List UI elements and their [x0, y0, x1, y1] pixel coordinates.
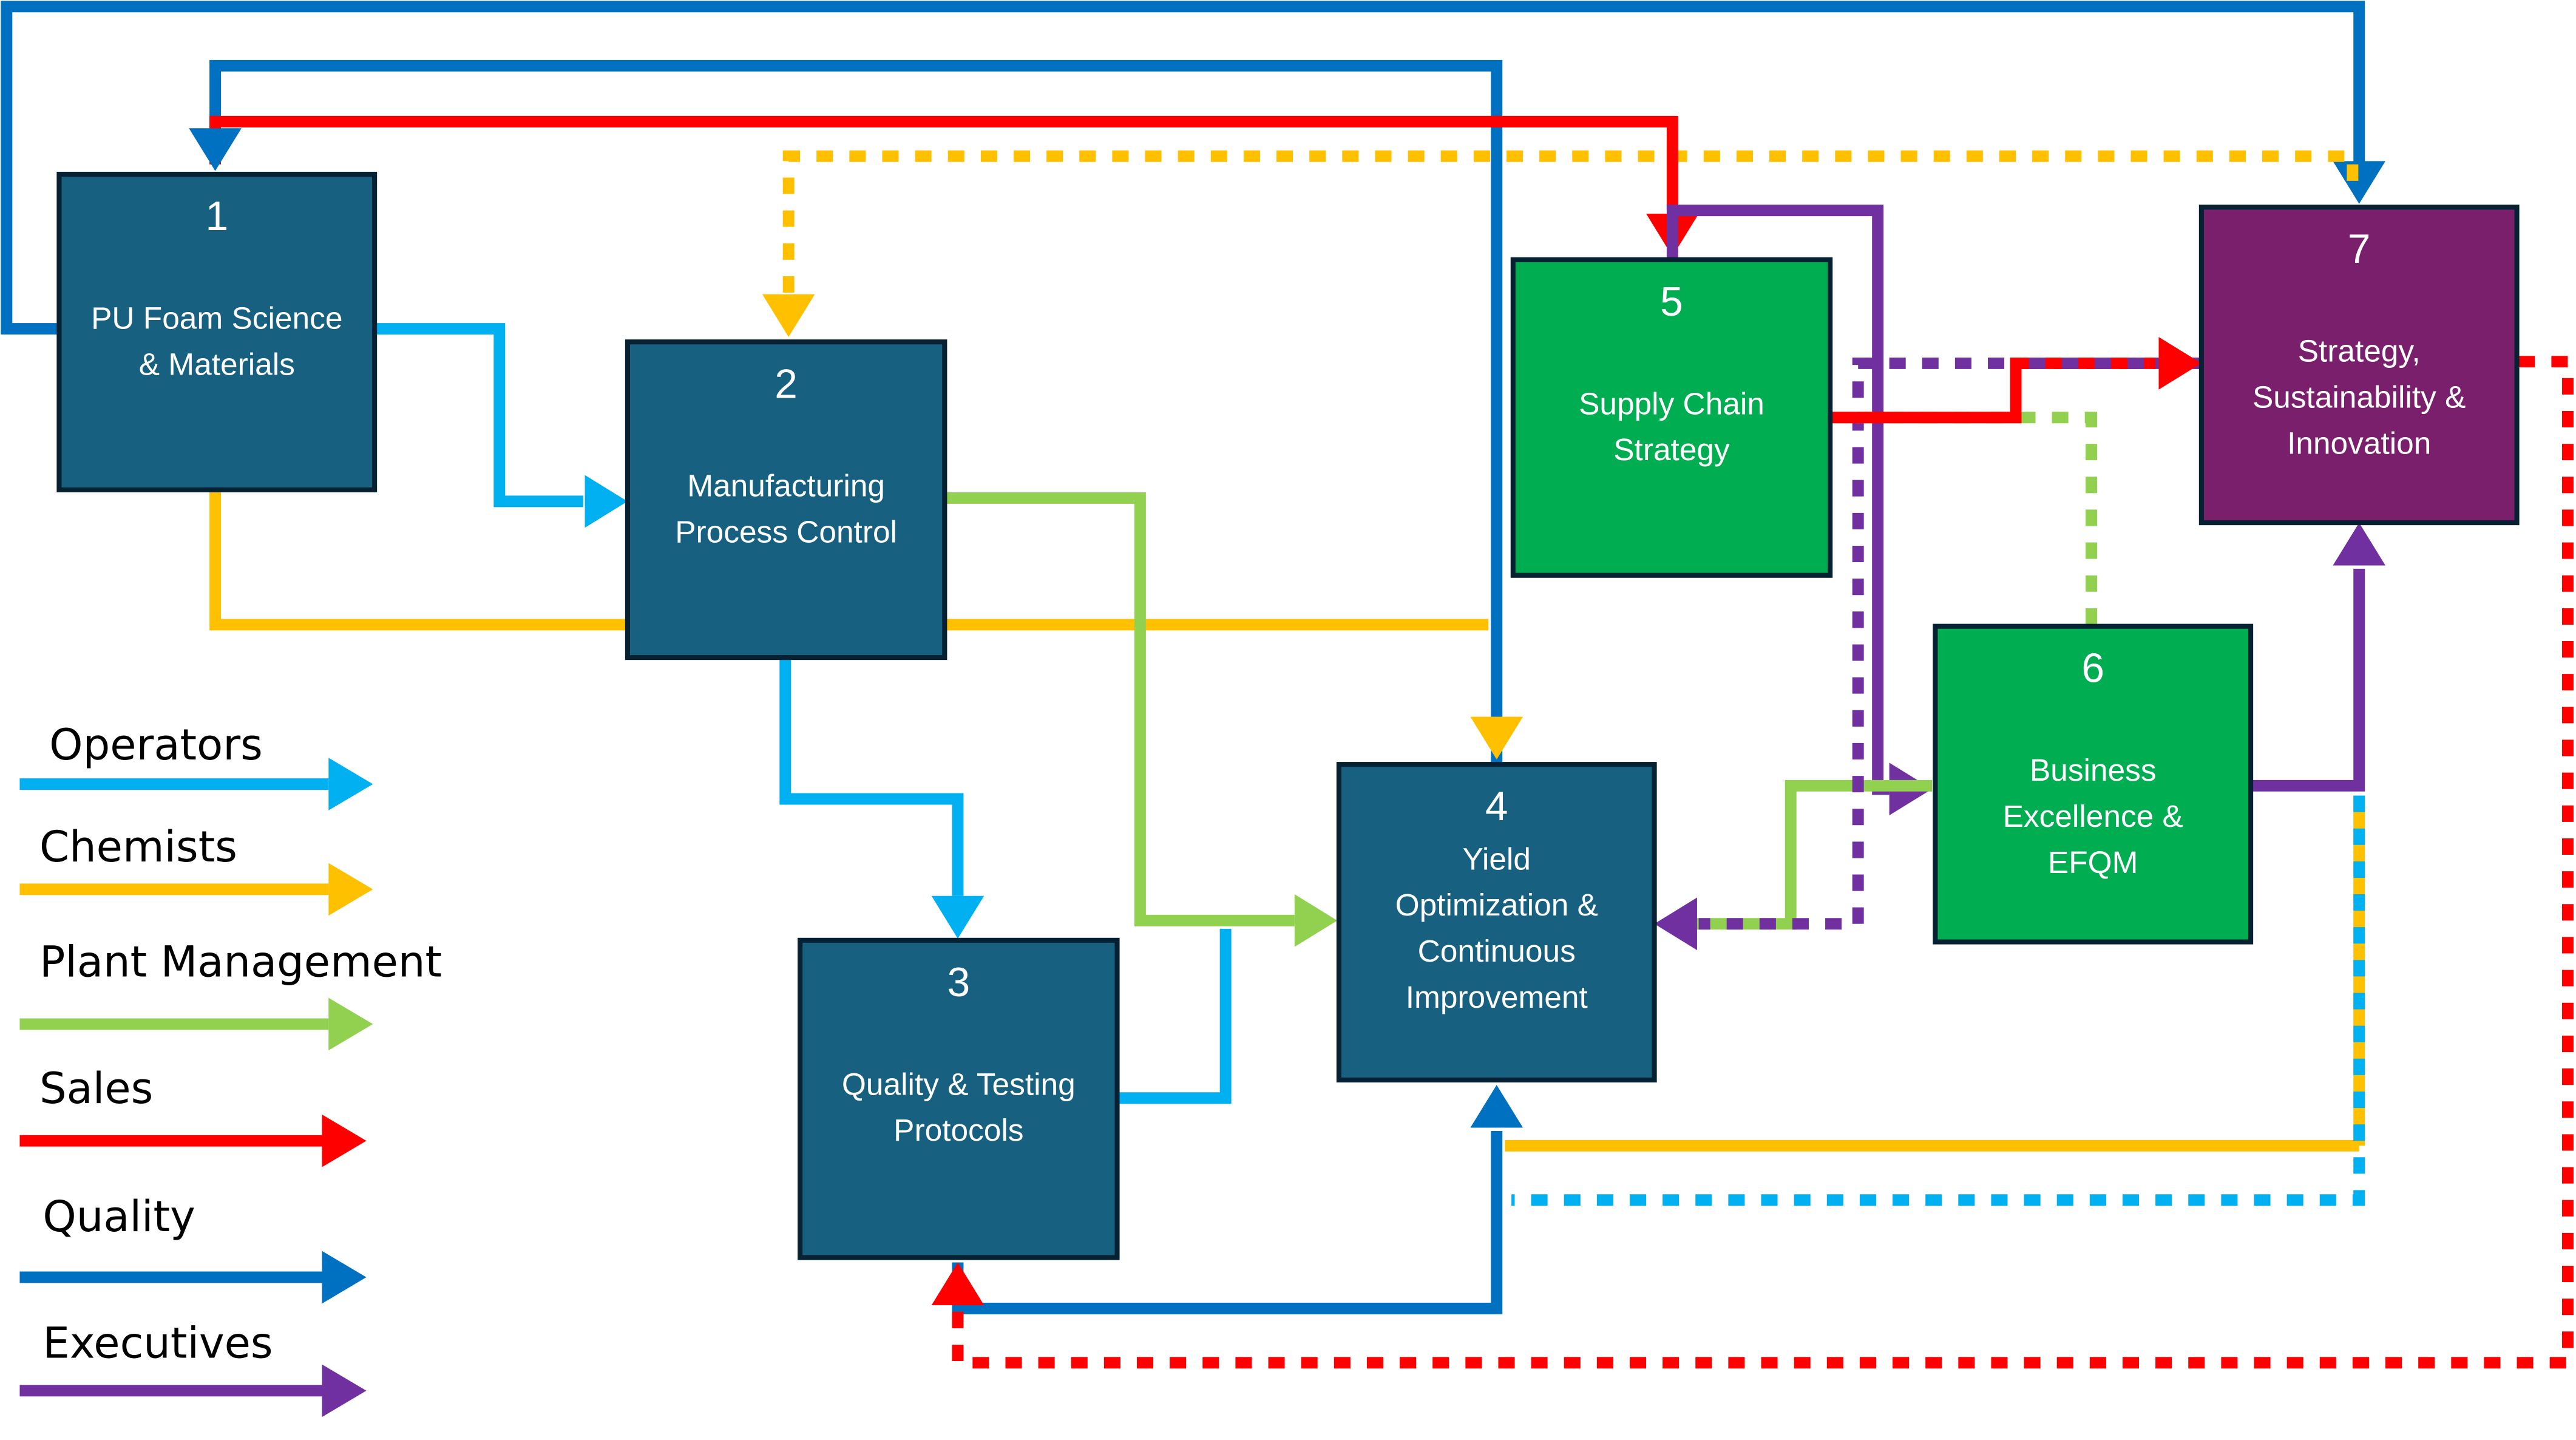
legend-item-quality: Quality — [19, 1192, 367, 1304]
sales-arrowhead-3 — [931, 1262, 985, 1305]
node-label-line: PU Foam Science — [91, 301, 342, 336]
legend-arrow-icon — [328, 863, 373, 916]
quality-connector-1-to-7 — [1, 1, 2365, 335]
node-box — [1510, 257, 1833, 578]
quality-connector-4-to-1 — [209, 59, 1503, 765]
legend-arrow-icon — [322, 1364, 367, 1418]
connectors-layer — [1, 1, 2574, 1369]
legend-label: Quality — [42, 1192, 195, 1241]
node-number: 2 — [774, 361, 798, 407]
node-label-line: Improvement — [1406, 979, 1588, 1014]
node-box — [625, 339, 947, 661]
chemists-arrowhead-4 — [1470, 716, 1524, 759]
node-box — [2198, 205, 2520, 526]
node-1[interactable]: 1 PU Foam Science & Materials — [56, 171, 378, 492]
operators-connector-1-to-2 — [375, 323, 583, 508]
node-number: 4 — [1485, 784, 1508, 829]
executives-arrowhead-4 — [1654, 897, 1697, 951]
node-label-line: Protocols — [893, 1112, 1023, 1147]
node-number: 6 — [2081, 646, 2104, 691]
legend-item-plant-management: Plant Management — [19, 937, 442, 1051]
operators-connector-2-to-3 — [779, 657, 964, 896]
legend-label: Executives — [42, 1319, 273, 1368]
sales-connector-7-to-3 — [952, 356, 2574, 1369]
legend-label: Sales — [39, 1064, 153, 1113]
node-label-line: Supply Chain — [1579, 385, 1764, 421]
legend-item-executives: Executives — [19, 1319, 367, 1418]
executives-arrowhead-7 — [2333, 523, 2386, 566]
node-label-line: Optimization & — [1395, 887, 1598, 922]
operators-connector-4-to-7 — [1511, 795, 2365, 1206]
node-label-line: Continuous — [1418, 933, 1576, 968]
chemists-arrowhead-2 — [762, 294, 815, 338]
node-box — [1336, 762, 1657, 1083]
plant-management-connector-2-to-4 — [944, 492, 1295, 926]
node-label-line: Quality & Testing — [842, 1066, 1076, 1101]
legend-item-chemists: Chemists — [19, 822, 373, 916]
legend-arrow-icon — [322, 1114, 367, 1167]
legend-arrow-icon — [328, 997, 373, 1051]
sales-connector-5-to-7 — [1830, 357, 2156, 424]
sales-connector-1-to-5 — [209, 115, 1678, 211]
operators-arrowhead-3 — [931, 895, 985, 939]
node-label-line: Manufacturing — [687, 468, 885, 503]
quality-arrowhead-7 — [2333, 161, 2386, 204]
legend-label: Operators — [49, 720, 263, 770]
quality-arrowhead-1 — [189, 128, 242, 171]
operators-connector-3-to-4 — [1117, 928, 1232, 1104]
plant-management-arrowhead-4 — [1294, 894, 1338, 947]
node-label-line: Process Control — [675, 514, 897, 549]
legend-item-operators: Operators — [19, 720, 373, 810]
node-label-line: EFQM — [2048, 844, 2138, 880]
node-label-line: & Materials — [139, 346, 295, 381]
plant-management-connector-6-to-5 — [1856, 412, 2098, 625]
node-box — [798, 937, 1120, 1260]
node-label-line: Strategy, — [2298, 333, 2421, 368]
node-label-line: Business — [2030, 752, 2157, 787]
legend-item-sales: Sales — [19, 1064, 367, 1167]
node-number: 3 — [947, 960, 971, 1005]
legend-arrow-icon — [322, 1251, 367, 1304]
node-label-line: Sustainability & — [2252, 379, 2466, 415]
nodes-layer: 1 PU Foam Science & Materials 2Manufacturin… — [56, 171, 2520, 1260]
sales-arrowhead-7 — [2158, 337, 2201, 390]
node-label-line: Excellence & — [2003, 798, 2183, 834]
node-number: 1 — [205, 194, 228, 239]
node-number: 5 — [1660, 279, 1683, 325]
node-number: 7 — [2348, 226, 2371, 272]
executives-connector-6-to-7 — [2251, 568, 2365, 792]
node-label-line: Yield — [1463, 841, 1531, 876]
node-box — [1933, 623, 2254, 945]
operators-arrowhead-2 — [585, 475, 628, 528]
chemists-connector-2-to-7 — [782, 150, 2359, 293]
node-label-line: Innovation — [2287, 425, 2431, 460]
node-label-line: Strategy — [1613, 432, 1730, 467]
legend-label: Plant Management — [39, 937, 442, 987]
legend-arrow-icon — [328, 758, 373, 810]
legend-label: Chemists — [39, 822, 237, 872]
node-box — [56, 171, 378, 492]
chemists-connector-1-to-4 — [209, 489, 1489, 631]
quality-arrowhead-4 — [1470, 1085, 1524, 1128]
